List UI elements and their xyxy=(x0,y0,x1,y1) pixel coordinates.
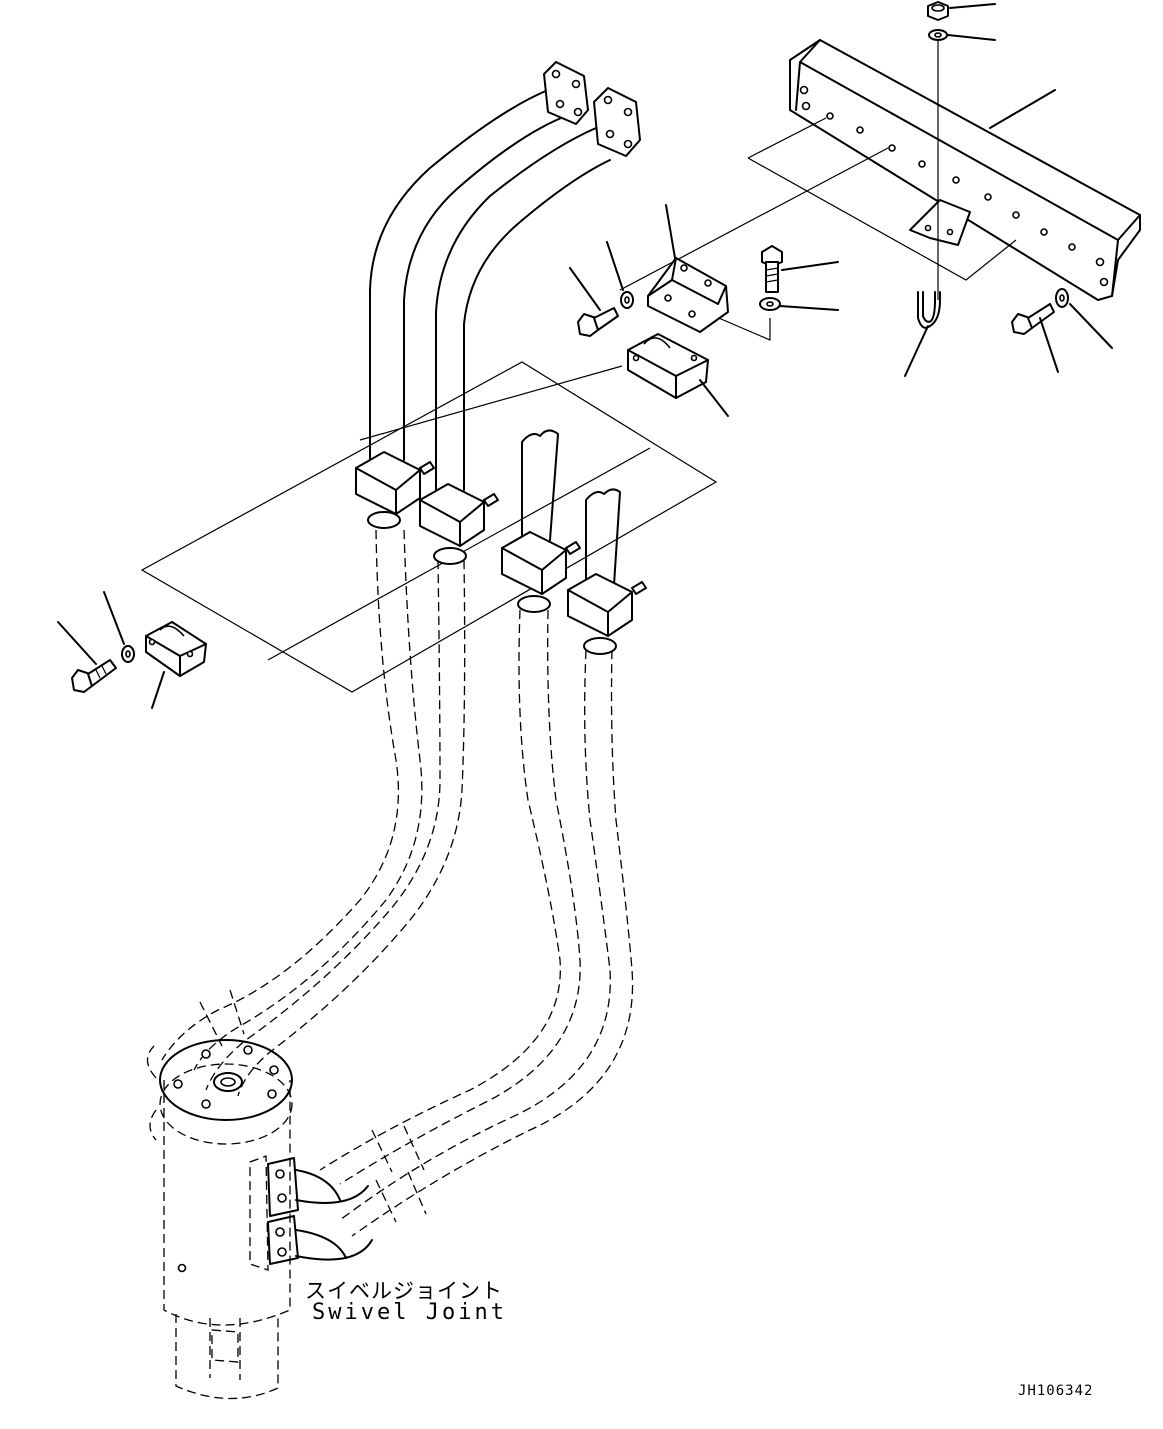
flange-2 xyxy=(593,87,641,157)
flange-1 xyxy=(543,61,589,125)
hose-clamp-2 xyxy=(419,483,499,565)
mounting-bracket xyxy=(647,204,729,333)
hose-2 xyxy=(205,127,611,1097)
u-bolt xyxy=(904,291,941,377)
swivel-joint-label-jp: スイベルジョイント xyxy=(305,1279,503,1303)
frame-beam xyxy=(789,39,1141,301)
hose-clamp-3 xyxy=(501,531,581,613)
hose-clamp-1 xyxy=(355,451,435,529)
nut-and-washer-top xyxy=(927,1,996,300)
bolt-center-right xyxy=(759,245,839,311)
bolt-center-left xyxy=(569,241,634,337)
swivel-joint-label-en: Swivel Joint xyxy=(312,1300,507,1325)
hose-clamp-4 xyxy=(567,573,647,655)
hose-4 xyxy=(339,488,634,1237)
hose-sleeves xyxy=(199,989,427,1223)
bolt-right xyxy=(1011,288,1113,373)
bolt-left xyxy=(57,591,135,693)
assembly-lines-upper xyxy=(619,117,1017,341)
clamp-block-upper xyxy=(627,333,729,417)
swivel-joint xyxy=(146,1039,293,1400)
beam-holes xyxy=(799,85,1109,287)
hose-1 xyxy=(161,89,567,1071)
clamp-block-left xyxy=(145,621,207,709)
hose-3 xyxy=(319,429,581,1185)
swivel-joint-fittings xyxy=(249,1155,373,1271)
drawing-number: JH106342 xyxy=(1018,1383,1094,1399)
